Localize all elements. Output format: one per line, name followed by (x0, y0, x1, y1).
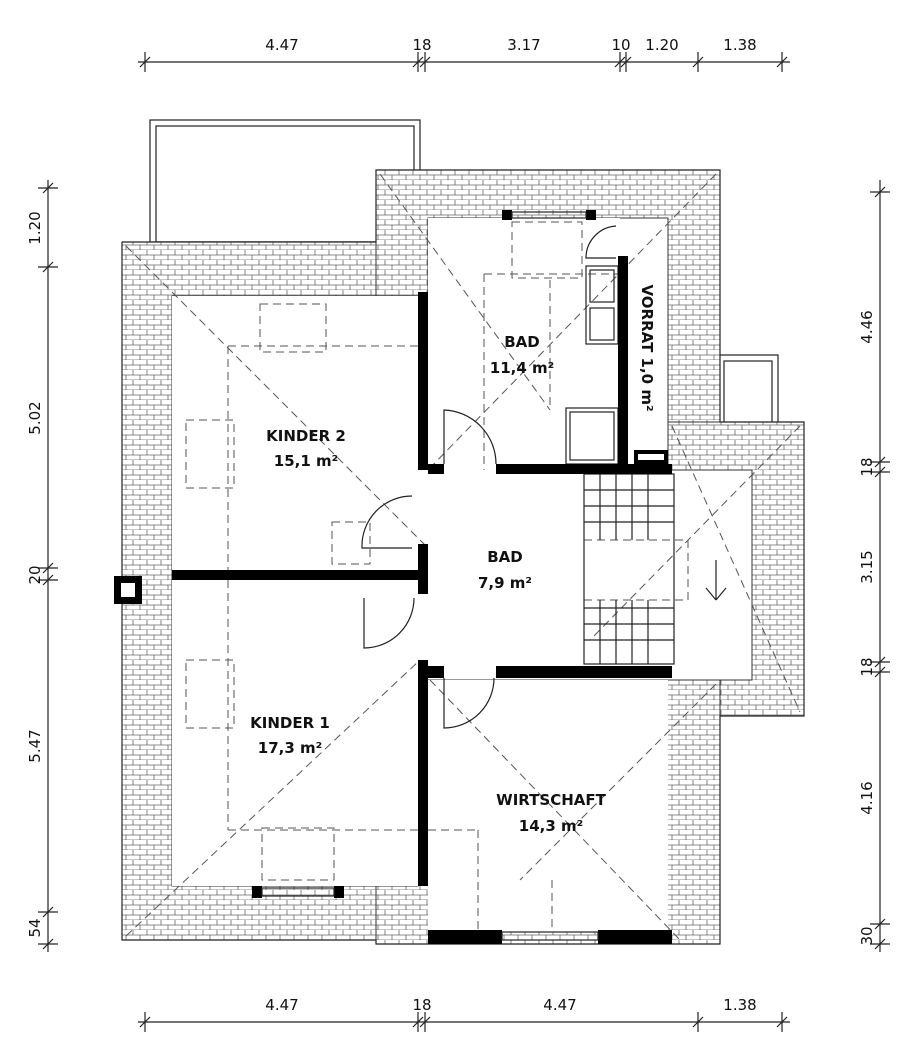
dim-top-1: 4.47 (265, 36, 298, 54)
dim-top-3: 3.17 (507, 36, 540, 54)
dim-right-5: 4.16 (858, 781, 876, 814)
room-vorrat-name: VORRAT 1,0 m² (638, 284, 656, 411)
dim-left-4: 5.47 (26, 729, 44, 762)
room-wirtschaft-name: WIRTSCHAFT (496, 791, 606, 809)
room-kinder1-area: 17,3 m² (258, 739, 322, 757)
roof-hip-lines (125, 173, 801, 941)
dim-left-1: 1.20 (26, 211, 44, 244)
walls (114, 210, 672, 944)
dim-top-5: 1.20 (645, 36, 678, 54)
dim-right-1: 4.46 (858, 310, 876, 343)
dim-bottom-4: 1.38 (723, 996, 756, 1014)
dim-top-4: 10 (611, 36, 630, 54)
room-kinder2-area: 15,1 m² (274, 452, 338, 470)
room-bad-top-area: 11,4 m² (490, 359, 554, 377)
rooms-interior (172, 218, 750, 932)
dim-left-2: 5.02 (26, 401, 44, 434)
dim-bottom-1: 4.47 (265, 996, 298, 1014)
dim-right-3: 3.15 (858, 550, 876, 583)
dim-right-6: 30 (858, 926, 876, 945)
dim-bottom-2: 18 (412, 996, 431, 1014)
dimension-lines (38, 52, 890, 1032)
dimension-labels: 4.47 18 3.17 10 1.20 1.38 4.47 18 4.47 1… (26, 36, 876, 1014)
room-bad-mid-name: BAD (487, 548, 523, 566)
room-labels: KINDER 2 15,1 m² KINDER 1 17,3 m² BAD 11… (250, 284, 656, 835)
skylights (185, 221, 689, 881)
room-kinder1-name: KINDER 1 (250, 714, 330, 732)
room-bad-mid-area: 7,9 m² (478, 574, 532, 592)
dim-left-3: 20 (26, 565, 44, 584)
dim-right-2: 18 (858, 457, 876, 476)
staircase (583, 473, 727, 665)
dim-right-4: 18 (858, 657, 876, 676)
room-wirtschaft-area: 14,3 m² (519, 817, 583, 835)
room-kinder2-name: KINDER 2 (266, 427, 346, 445)
dim-top-6: 1.38 (723, 36, 756, 54)
room-bad-top-name: BAD (504, 333, 540, 351)
dim-bottom-3: 4.47 (543, 996, 576, 1014)
dim-top-2: 18 (412, 36, 431, 54)
doors (361, 225, 617, 729)
dim-left-5: 54 (26, 918, 44, 937)
